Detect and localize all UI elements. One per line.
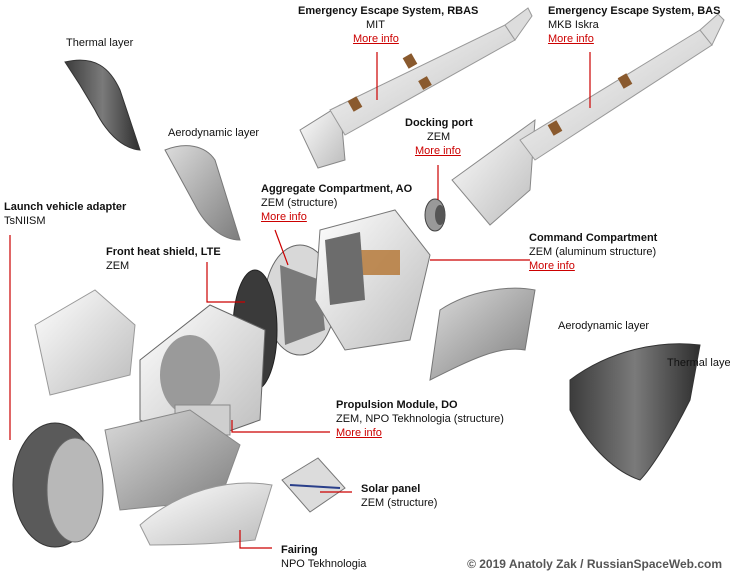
- label-fairing-sub: NPO Tekhnologia: [281, 558, 367, 570]
- aggregate-more-info-link[interactable]: More info: [261, 211, 307, 223]
- label-docking-title: Docking port: [405, 117, 473, 129]
- command-more-info-link[interactable]: More info: [529, 260, 575, 272]
- label-aerodynamic-layer-right: Aerodynamic layer: [558, 320, 650, 332]
- label-docking-sub: ZEM: [427, 131, 451, 143]
- label-fairing-title: Fairing: [281, 544, 318, 556]
- label-aggregate-sub: ZEM (structure): [261, 197, 338, 209]
- label-aggregate-compartment: Aggregate Compartment, AO ZEM (structure…: [261, 182, 412, 224]
- label-bas: Emergency Escape System, BAS MKB Iskra M…: [548, 4, 720, 46]
- aerodynamic-layer-right: [429, 287, 536, 381]
- label-rbas-title: Emergency Escape System, RBAS: [298, 5, 479, 17]
- label-thermal-layer-left: Thermal layer: [66, 37, 134, 49]
- fairing: [139, 482, 273, 546]
- leader-lines: [9, 52, 591, 549]
- lower-body-shell: [104, 409, 241, 511]
- label-front-heat-shield: Front heat shield, LTE ZEM: [106, 245, 221, 273]
- label-command-title: Command Compartment: [529, 232, 658, 244]
- command-compartment: [314, 209, 431, 351]
- label-bas-sub: MKB Iskra: [548, 19, 599, 31]
- label-command-sub: ZEM (aluminum structure): [529, 246, 657, 258]
- docking-more-info-link[interactable]: More info: [415, 145, 461, 157]
- adapter-panel: [34, 289, 136, 396]
- label-solar-panel: Solar panel ZEM (structure): [361, 482, 437, 510]
- label-propulsion-title: Propulsion Module, DO: [336, 399, 458, 411]
- label-adapter-sub: TsNIISM: [4, 215, 46, 227]
- label-command-compartment: Command Compartment ZEM (aluminum struct…: [529, 231, 657, 273]
- label-aerodynamic-layer-left: Aerodynamic layer: [168, 127, 260, 139]
- copyright-watermark: © 2019 Anatoly Zak / RussianSpaceWeb.com: [467, 557, 722, 571]
- label-adapter-title: Launch vehicle adapter: [4, 201, 127, 213]
- bas-escape-tower: [451, 13, 725, 226]
- solar-panel: [281, 457, 346, 513]
- label-heatshield-sub: ZEM: [106, 260, 130, 272]
- label-propulsion-module: Propulsion Module, DO ZEM, NPO Tekhnolog…: [336, 398, 504, 440]
- thermal-layer-right: [569, 343, 701, 481]
- label-solar-sub: ZEM (structure): [361, 497, 438, 509]
- propulsion-more-info-link[interactable]: More info: [336, 427, 382, 439]
- label-fairing: Fairing NPO Tekhnologia: [281, 543, 366, 571]
- label-rbas-sub: MIT: [366, 19, 385, 31]
- label-bas-title: Emergency Escape System, BAS: [548, 5, 721, 17]
- label-docking-port: Docking port ZEM More info: [405, 116, 473, 158]
- rbas-escape-tower: [299, 7, 533, 169]
- bas-more-info-link[interactable]: More info: [548, 33, 594, 45]
- rbas-more-info-link[interactable]: More info: [353, 33, 399, 45]
- docking-port: [424, 198, 446, 232]
- label-solar-title: Solar panel: [361, 483, 421, 495]
- label-aggregate-title: Aggregate Compartment, AO: [261, 183, 413, 195]
- label-thermal-layer-right: Thermal layer: [667, 357, 730, 369]
- label-rbas: Emergency Escape System, RBAS MIT More i…: [298, 4, 478, 46]
- label-heatshield-title: Front heat shield, LTE: [106, 246, 221, 258]
- label-propulsion-sub: ZEM, NPO Tekhnologia (structure): [336, 413, 504, 425]
- aerodynamic-layer-left: [164, 145, 241, 241]
- launch-vehicle-adapter: [12, 422, 104, 548]
- label-launch-vehicle-adapter: Launch vehicle adapter TsNIISM: [4, 200, 126, 228]
- thermal-layer-left: [64, 59, 141, 151]
